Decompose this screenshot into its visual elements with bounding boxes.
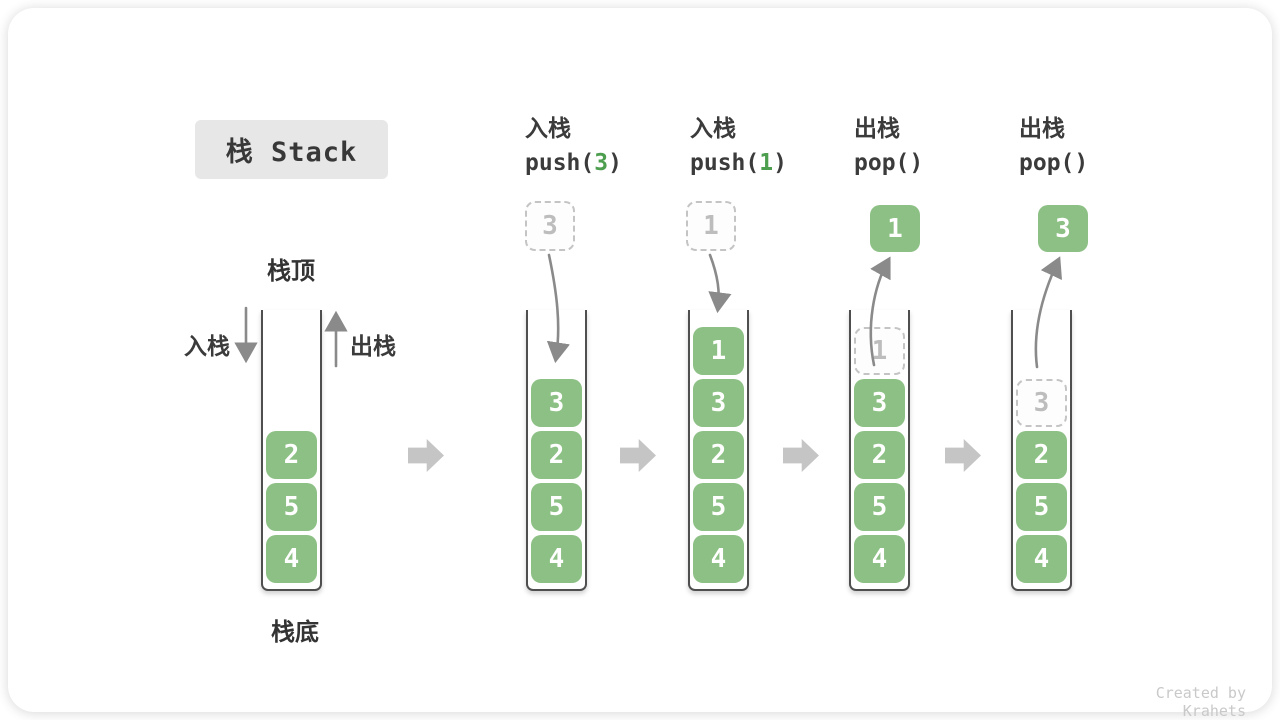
diagram-title: 栈 Stack — [195, 120, 388, 179]
stack-cell-ghost: 1 — [854, 327, 905, 375]
stack-cell: 4 — [693, 535, 744, 583]
code-text: ) — [773, 150, 787, 176]
stack-cell: 4 — [531, 535, 582, 583]
stack-cell: 2 — [854, 431, 905, 479]
op-header-pop-first: 出栈 pop() — [854, 114, 1014, 177]
op-header-push-3: 入栈 push(3) — [525, 114, 685, 177]
stack-cell-ghost: 3 — [1016, 379, 1067, 427]
step-arrow-icon — [783, 439, 819, 472]
op-label: 入栈 — [525, 115, 571, 141]
step-arrow-icon — [408, 439, 444, 472]
stack-cell: 2 — [531, 431, 582, 479]
op-code: pop() — [1019, 149, 1179, 177]
stack-cell: 5 — [266, 483, 317, 531]
op-code: pop() — [854, 149, 1014, 177]
code-arg: 1 — [759, 150, 774, 176]
incoming-value-box: 3 — [525, 201, 575, 251]
push-side-label: 入栈 — [184, 333, 230, 359]
stack-cell: 4 — [854, 535, 905, 583]
op-header-push-1: 入栈 push(1) — [690, 114, 850, 177]
code-text: pop( — [1019, 150, 1075, 176]
stack-cell: 2 — [266, 431, 317, 479]
code-text: pop( — [854, 150, 910, 176]
op-label: 出栈 — [1019, 115, 1065, 141]
op-label: 出栈 — [854, 115, 900, 141]
credit-text: Created by Krahets — [1155, 684, 1246, 720]
popped-value-box: 3 — [1038, 205, 1088, 252]
stack-cell: 4 — [266, 535, 317, 583]
code-text: ) — [1074, 150, 1089, 176]
stack-cell: 5 — [693, 483, 744, 531]
op-code: push(1) — [690, 149, 850, 177]
code-text: push( — [690, 150, 760, 176]
step-arrow-icon — [945, 439, 981, 472]
stack-cell: 5 — [1016, 483, 1067, 531]
op-code: push(3) — [525, 149, 685, 177]
stack-cell: 2 — [693, 431, 744, 479]
stack-cell: 3 — [531, 379, 582, 427]
popped-value-box: 1 — [870, 205, 920, 252]
diagram-card: 栈 Stack 入栈 push(3) 入栈 push(1) 出栈 pop() 出… — [8, 8, 1272, 720]
stack-cell: 1 — [693, 327, 744, 375]
code-arg: 3 — [594, 150, 609, 176]
stack-cell: 4 — [1016, 535, 1067, 583]
op-label: 入栈 — [690, 115, 736, 141]
stack-top-label: 栈顶 — [267, 258, 315, 285]
code-text: push( — [525, 150, 595, 176]
stack-cell: 5 — [531, 483, 582, 531]
code-text: ) — [909, 150, 924, 176]
step-arrow-icon — [620, 439, 656, 472]
code-text: ) — [608, 150, 622, 176]
stack-bottom-label: 栈底 — [271, 619, 319, 646]
stack-cell: 3 — [693, 379, 744, 427]
pop-side-label: 出栈 — [350, 333, 396, 359]
push-1-arrow-icon — [708, 253, 732, 314]
stack-cell: 2 — [1016, 431, 1067, 479]
stack-cell: 5 — [854, 483, 905, 531]
op-header-pop-second: 出栈 pop() — [1019, 114, 1179, 177]
stack-cell: 3 — [854, 379, 905, 427]
incoming-value-box: 1 — [686, 201, 736, 251]
